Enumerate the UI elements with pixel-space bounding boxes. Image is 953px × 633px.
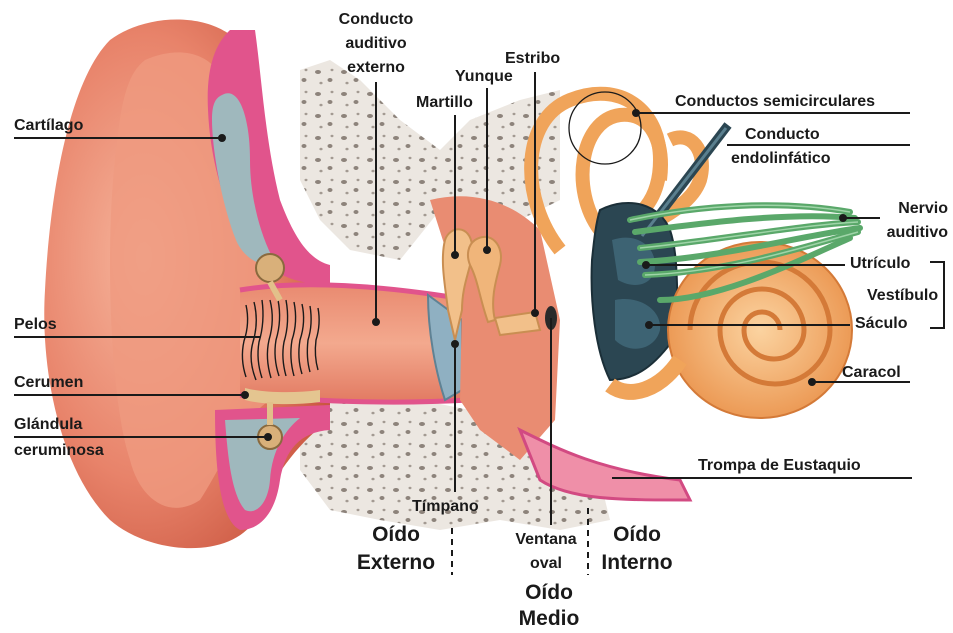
label-glandula-2: ceruminosa: [14, 441, 104, 461]
label-conducto-auditivo-3: externo: [318, 58, 434, 78]
leader-cerumen-dot: [242, 392, 248, 398]
leader-caracol-dot: [809, 379, 815, 385]
label-conducto-auditivo-2: auditivo: [318, 34, 434, 54]
label-trompa-eustaquio: Trompa de Eustaquio: [698, 456, 861, 476]
label-ventana-oval-2: oval: [505, 554, 587, 574]
label-estribo: Estribo: [505, 49, 560, 69]
label-yunque: Yunque: [455, 67, 513, 87]
label-conductos-semicirculares: Conductos semicirculares: [675, 92, 875, 112]
label-cerumen: Cerumen: [14, 373, 83, 393]
leader-glandula-dot: [265, 434, 271, 440]
leader-cartilago-dot: [219, 135, 225, 141]
label-ventana-oval-1: Ventana: [505, 530, 587, 550]
section-externo-line1: Oído: [346, 522, 446, 548]
leader-yunque-dot: [484, 247, 490, 253]
leader-timpano-dot: [452, 341, 458, 347]
leader-utriculo-dot: [643, 262, 649, 268]
section-interno-line2: Interno: [592, 550, 682, 576]
label-saculo: Sáculo: [855, 314, 907, 334]
section-medio-line2: Medio: [506, 606, 592, 632]
leader-semicirculares-dot: [633, 110, 639, 116]
label-glandula-1: Glándula: [14, 415, 82, 435]
leader-estribo-dot: [532, 310, 538, 316]
leader-saculo-dot: [646, 322, 652, 328]
section-interno-line1: Oído: [592, 522, 682, 548]
label-conducto-auditivo-1: Conducto: [318, 10, 434, 30]
label-martillo: Martillo: [416, 93, 473, 113]
leader-conducto-auditivo-dot: [373, 319, 379, 325]
label-pelos: Pelos: [14, 315, 57, 335]
label-caracol: Caracol: [842, 363, 901, 383]
section-medio-line1: Oído: [506, 580, 592, 606]
section-externo-line2: Externo: [346, 550, 446, 576]
label-utriculo: Utrículo: [850, 254, 910, 274]
label-timpano: Tímpano: [412, 497, 479, 517]
leader-martillo-dot: [452, 252, 458, 258]
label-nervio-auditivo-1: Nervio: [840, 199, 948, 219]
label-conducto-endolinfatico-2: endolinfático: [731, 149, 831, 169]
label-conducto-endolinfatico-1: Conducto: [745, 125, 820, 145]
label-cartilago: Cartílago: [14, 116, 83, 136]
label-vestibulo: Vestíbulo: [867, 286, 938, 306]
gland-upper: [256, 254, 284, 282]
label-nervio-auditivo-2: auditivo: [840, 223, 948, 243]
